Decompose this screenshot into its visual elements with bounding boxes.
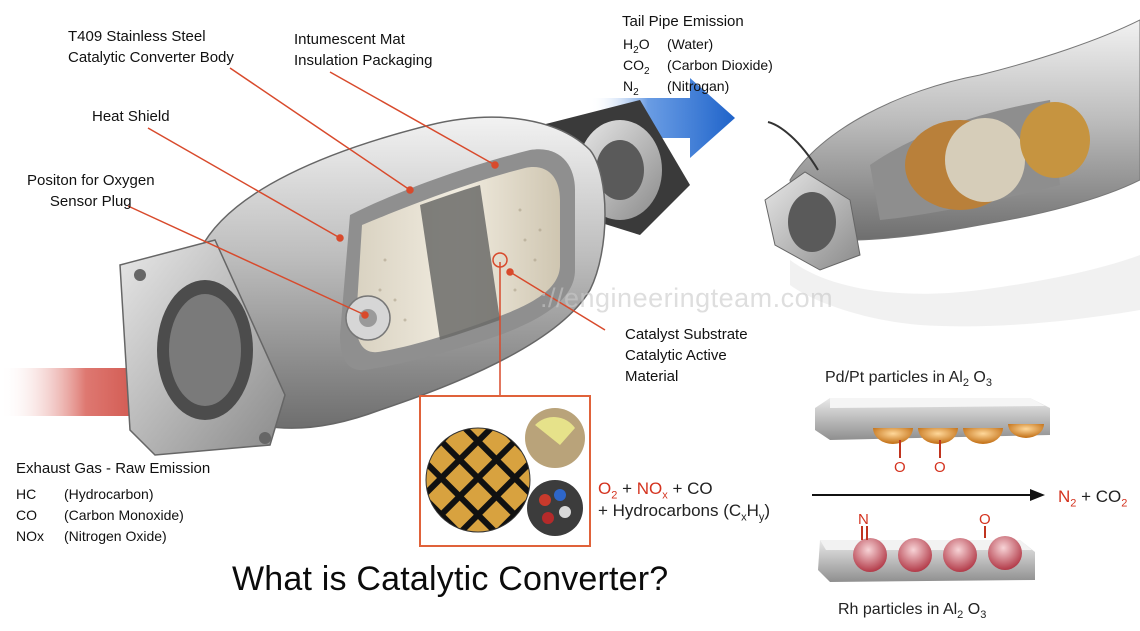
leader-lines [127,67,606,395]
exhaust-formula-2: CO [16,507,37,523]
label-substrate-line1: Catalyst Substrate [625,326,748,343]
rh-label: Rh particles in Al2 O3 [838,601,987,622]
atom-n: N [858,511,869,528]
label-substrate-line2: Catalytic Active [625,347,727,364]
pdpt-label: Pd/Pt particles in Al2 O3 [825,369,992,390]
watermark: ://engineeringteam.com [540,283,834,313]
tail-desc-3: (Nitrogan) [667,78,730,94]
reactants-line2: + Hydrocarbons (CxHy) [598,501,771,524]
products: N2 + CO2 [1058,487,1128,510]
tail-row-2: CO2(Carbon Dioxide) [623,57,773,77]
label-heat-shield: Heat Shield [92,108,170,125]
tail-pipe-heading: Tail Pipe Emission [622,13,744,30]
exhaust-desc-2: (Carbon Monoxide) [64,507,184,523]
exhaust-formula-1: HC [16,486,37,502]
tail-row-1: H2O(Water) [623,36,714,56]
exhaust-heading: Exhaust Gas - Raw Emission [16,460,211,477]
label-sensor-line1: Positon for Oxygen [27,172,155,189]
label-mat-line2: Insulation Packaging [294,52,433,69]
exhaust-formula-3: NOx [16,528,44,544]
atom-o-3: O [979,511,991,528]
exhaust-desc-1: (Hydrocarbon) [64,486,154,502]
label-substrate: Catalyst Substrate Catalytic Active Mate… [625,324,748,387]
exhaust-row-2: CO (Carbon Monoxide) [16,505,184,526]
label-mat-line1: Intumescent Mat [294,31,405,48]
label-body-line2: Catalytic Converter Body [68,49,234,66]
pdpt-tray [815,398,1050,458]
exhaust-row-1: HC (Hydrocarbon) [16,484,153,505]
label-body: T409 Stainless Steel Catalytic Converter… [68,26,234,68]
label-sensor: Positon for Oxygen Sensor Plug [27,170,155,212]
exhaust-desc-3: (Nitrogen Oxide) [64,528,167,544]
converter-photo [764,19,1140,327]
inlet-flange [119,239,286,456]
reactants-line1: O2 + NOx + CO [598,479,713,502]
atom-o-2: O [934,459,946,476]
rh-tray [818,526,1035,582]
converter-body [190,116,606,429]
label-sensor-line2: Sensor Plug [49,193,132,210]
page-title: What is Catalytic Converter? [232,560,669,598]
tail-desc-2: (Carbon Dioxide) [667,57,773,73]
label-substrate-line3: Material [625,368,679,385]
label-mat: Intumescent Mat Insulation Packaging [294,29,432,71]
tail-desc-1: (Water) [667,36,714,52]
label-body-line1: T409 Stainless Steel [68,28,206,45]
tail-row-3: N2(Nitrogan) [623,78,730,98]
atom-o-1: O [894,459,906,476]
exhaust-row-3: NOx (Nitrogen Oxide) [16,526,167,547]
